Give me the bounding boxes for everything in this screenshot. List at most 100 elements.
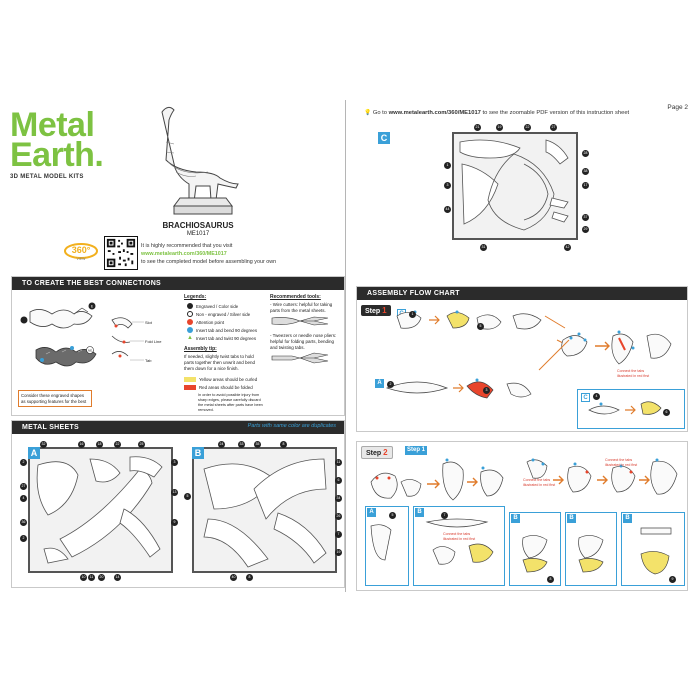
part-number: 14 (114, 574, 121, 581)
part-number: 17 (582, 182, 589, 189)
legend-text: Non - engraved / Silver side (196, 311, 251, 317)
warning-text: In order to avoid possible injury from s… (198, 393, 263, 412)
qr-url-link[interactable]: www.metalearth.com/360/ME1017 (141, 251, 227, 257)
part-number: 7 (441, 512, 448, 519)
part-number: 8 (246, 574, 253, 581)
callout-ne: NE (88, 349, 92, 353)
badge-sub: VIEW (77, 257, 87, 261)
model-name: BRACHIOSAURUS (162, 221, 234, 230)
tools-title: Recommended tools: (270, 294, 321, 300)
sheet-a-letter: A (28, 447, 40, 459)
tip-url-link[interactable]: www.metalearth.com/360/ME1017 (388, 110, 481, 116)
part-number: 3 (483, 387, 490, 394)
part-number: 16 (78, 441, 85, 448)
warning-red-tabs: Connect the tabs illustrated in red firs… (443, 532, 476, 541)
callout-e: E (91, 305, 94, 309)
legend-row-non-engraved: Non - engraved / Silver side (184, 310, 264, 318)
part-number: 11 (88, 574, 95, 581)
step-1-diagram (385, 310, 672, 415)
connections-title: TO CREATE THE BEST CONNECTIONS (12, 277, 344, 290)
qr-code[interactable] (104, 236, 138, 270)
sub-b-box-4 (621, 512, 685, 586)
part-number: 33 (238, 441, 245, 448)
part-number: 19 (335, 549, 342, 556)
part-number: 9 (669, 576, 676, 583)
part-number: 5 (389, 512, 396, 519)
part-number: 40 (230, 574, 237, 581)
connection-diagram: E NE Slot Fold Line Tab (20, 302, 162, 367)
best-connections-card: TO CREATE THE BEST CONNECTIONS E NE Slot… (11, 276, 345, 416)
connection-examples: E NE Slot Fold Line Tab Consider these e… (12, 290, 177, 416)
swatch-yellow: Yellow areas should be curled (184, 375, 264, 383)
part-number: 10 (80, 574, 87, 581)
badge-text: 360° (72, 245, 91, 255)
sub-b-tag-2: B (511, 514, 520, 523)
sheet-b-letter: B (192, 447, 204, 459)
part-number: 8 (280, 441, 287, 448)
step-1-label: Step 1 (361, 305, 391, 316)
twist-icon: ▲ (187, 335, 193, 341)
part-number: 9 (171, 519, 178, 526)
label-fold-line: Fold Line (145, 339, 162, 344)
step-number: 2 (383, 448, 388, 457)
legend-row-bend: Insert tab and bend 90 degrees (184, 326, 264, 334)
legend-title: Legends: (184, 294, 207, 300)
sheet-c-letter: C (378, 132, 390, 144)
part-number: 5 (477, 323, 484, 330)
part-number: 24 (218, 441, 225, 448)
step-2-diagram (370, 458, 678, 575)
left-page: Metal Earth. 3D METAL MODEL KITS BRACHIO… (8, 96, 348, 596)
part-number: 19 (496, 124, 503, 131)
non-engraved-icon (187, 311, 193, 317)
page-number: Page 2 (667, 104, 688, 111)
part-number: 21 (474, 124, 481, 131)
warning-red-tabs: Connect the tabs illustrated in red firs… (605, 458, 638, 467)
tips-title: Assembly tip: (184, 346, 217, 352)
part-number: 22 (114, 441, 121, 448)
part-number: 32 (40, 441, 47, 448)
part-number: 6 (663, 409, 670, 416)
warning-red-tabs: Connect the tabs illustrated in red firs… (617, 369, 650, 378)
part-number: 44 (444, 206, 451, 213)
swatch-red: Red areas should be folded (184, 383, 264, 391)
metal-sheet-b: B 24 33 35 8 5 11 6 34 26 7 19 40 8 (184, 441, 342, 581)
page-divider (345, 100, 346, 592)
qr-info-text: It is highly recommended that you visit … (141, 242, 351, 266)
sheet-a-parts (36, 456, 163, 564)
attention-icon (187, 319, 193, 325)
logo-line-2: Earth. (10, 136, 104, 174)
part-number: 28 (582, 150, 589, 157)
part-number: 37 (582, 214, 589, 221)
connections-note: Consider these engraved shapes as suppor… (18, 390, 92, 407)
bend-icon (187, 327, 193, 333)
part-number: 4 (20, 495, 27, 502)
part-number: 36 (20, 519, 27, 526)
part-number: 25 (138, 441, 145, 448)
part-number: 42 (564, 244, 571, 251)
legend-panel: Legends: Engraved / Color side Non - eng… (180, 290, 345, 416)
part-number: 8 (547, 576, 554, 583)
pliers-icon (271, 352, 329, 364)
metal-sheet-a: A 32 16 18 22 25 2 27 4 36 2 3 13 9 10 1… (20, 441, 178, 581)
wire-cutters-icon (271, 316, 329, 326)
metal-sheets-title: METAL SHEETS (12, 421, 344, 434)
assembly-flow-chart-card: ASSEMBLY FLOW CHART Step 1 C A C (356, 286, 688, 432)
flow-chart-title: ASSEMBLY FLOW CHART (357, 287, 687, 300)
qr-line-1: It is highly recommended that you visit (141, 243, 233, 249)
step-word: Step (365, 308, 381, 315)
logo-line-1: Metal (10, 106, 95, 144)
part-number: 27 (550, 124, 557, 131)
legend-text: Attention point (196, 319, 225, 325)
part-number: 27 (20, 483, 27, 490)
part-number: 26 (335, 513, 342, 520)
label-tab: Tab (145, 358, 152, 363)
sheet-c-parts (459, 139, 569, 231)
part-number: 34 (335, 495, 342, 502)
part-number: 18 (96, 441, 103, 448)
legend-row-attention: Attention point (184, 318, 264, 326)
part-number: 20 (98, 574, 105, 581)
part-number: 7 (335, 531, 342, 538)
part-number: 1 (444, 162, 451, 169)
part-number: 31 (480, 244, 487, 251)
legend-row-engraved: Engraved / Color side (184, 302, 264, 310)
